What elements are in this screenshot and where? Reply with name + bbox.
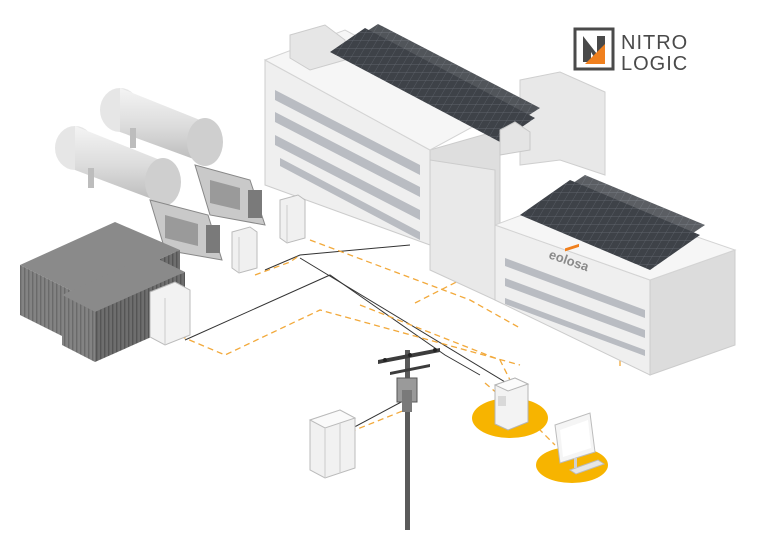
ground-cabinet [308,409,357,479]
solar-panel-array [350,24,540,126]
utility-pole [378,348,440,530]
company-logo: NITRO LOGIC [573,27,688,75]
main-windows [275,90,420,240]
wing-windows [505,258,645,356]
electrical-cabinet [231,226,258,274]
logo-line-2: LOGIC [621,53,688,75]
dormer [499,121,531,156]
connector-block [429,159,496,301]
nitrogen-tanks [55,88,223,206]
monitoring-station-highlight [536,243,608,483]
data-line [254,254,301,276]
storage-tank [55,126,181,206]
electrical-cabinet [149,281,191,346]
electrical-cabinet [279,194,306,244]
data-line [349,409,406,433]
pole-shaft [405,350,410,530]
generator-units [149,164,266,261]
battery-containers [20,222,191,362]
highlight-disc [536,447,608,483]
rear-tower [519,71,606,176]
solar-panel-array [540,175,705,255]
data-line [309,239,521,329]
logo-frame [573,27,615,71]
logo-line-1: NITRO [621,32,688,54]
controller-highlight [472,377,548,438]
data-line [359,304,511,381]
keyboard-icon [568,459,606,475]
electrical-cabinets [231,194,306,274]
factory-building: eolosa [263,24,737,376]
generator [194,164,266,226]
storage-tank [100,88,223,166]
roof-hut [289,24,346,71]
power-line [184,274,481,376]
logo-accent-icon [585,44,605,64]
power-line [264,244,411,271]
crossarm [390,364,430,375]
transformer [402,390,412,412]
data-line [179,309,521,366]
